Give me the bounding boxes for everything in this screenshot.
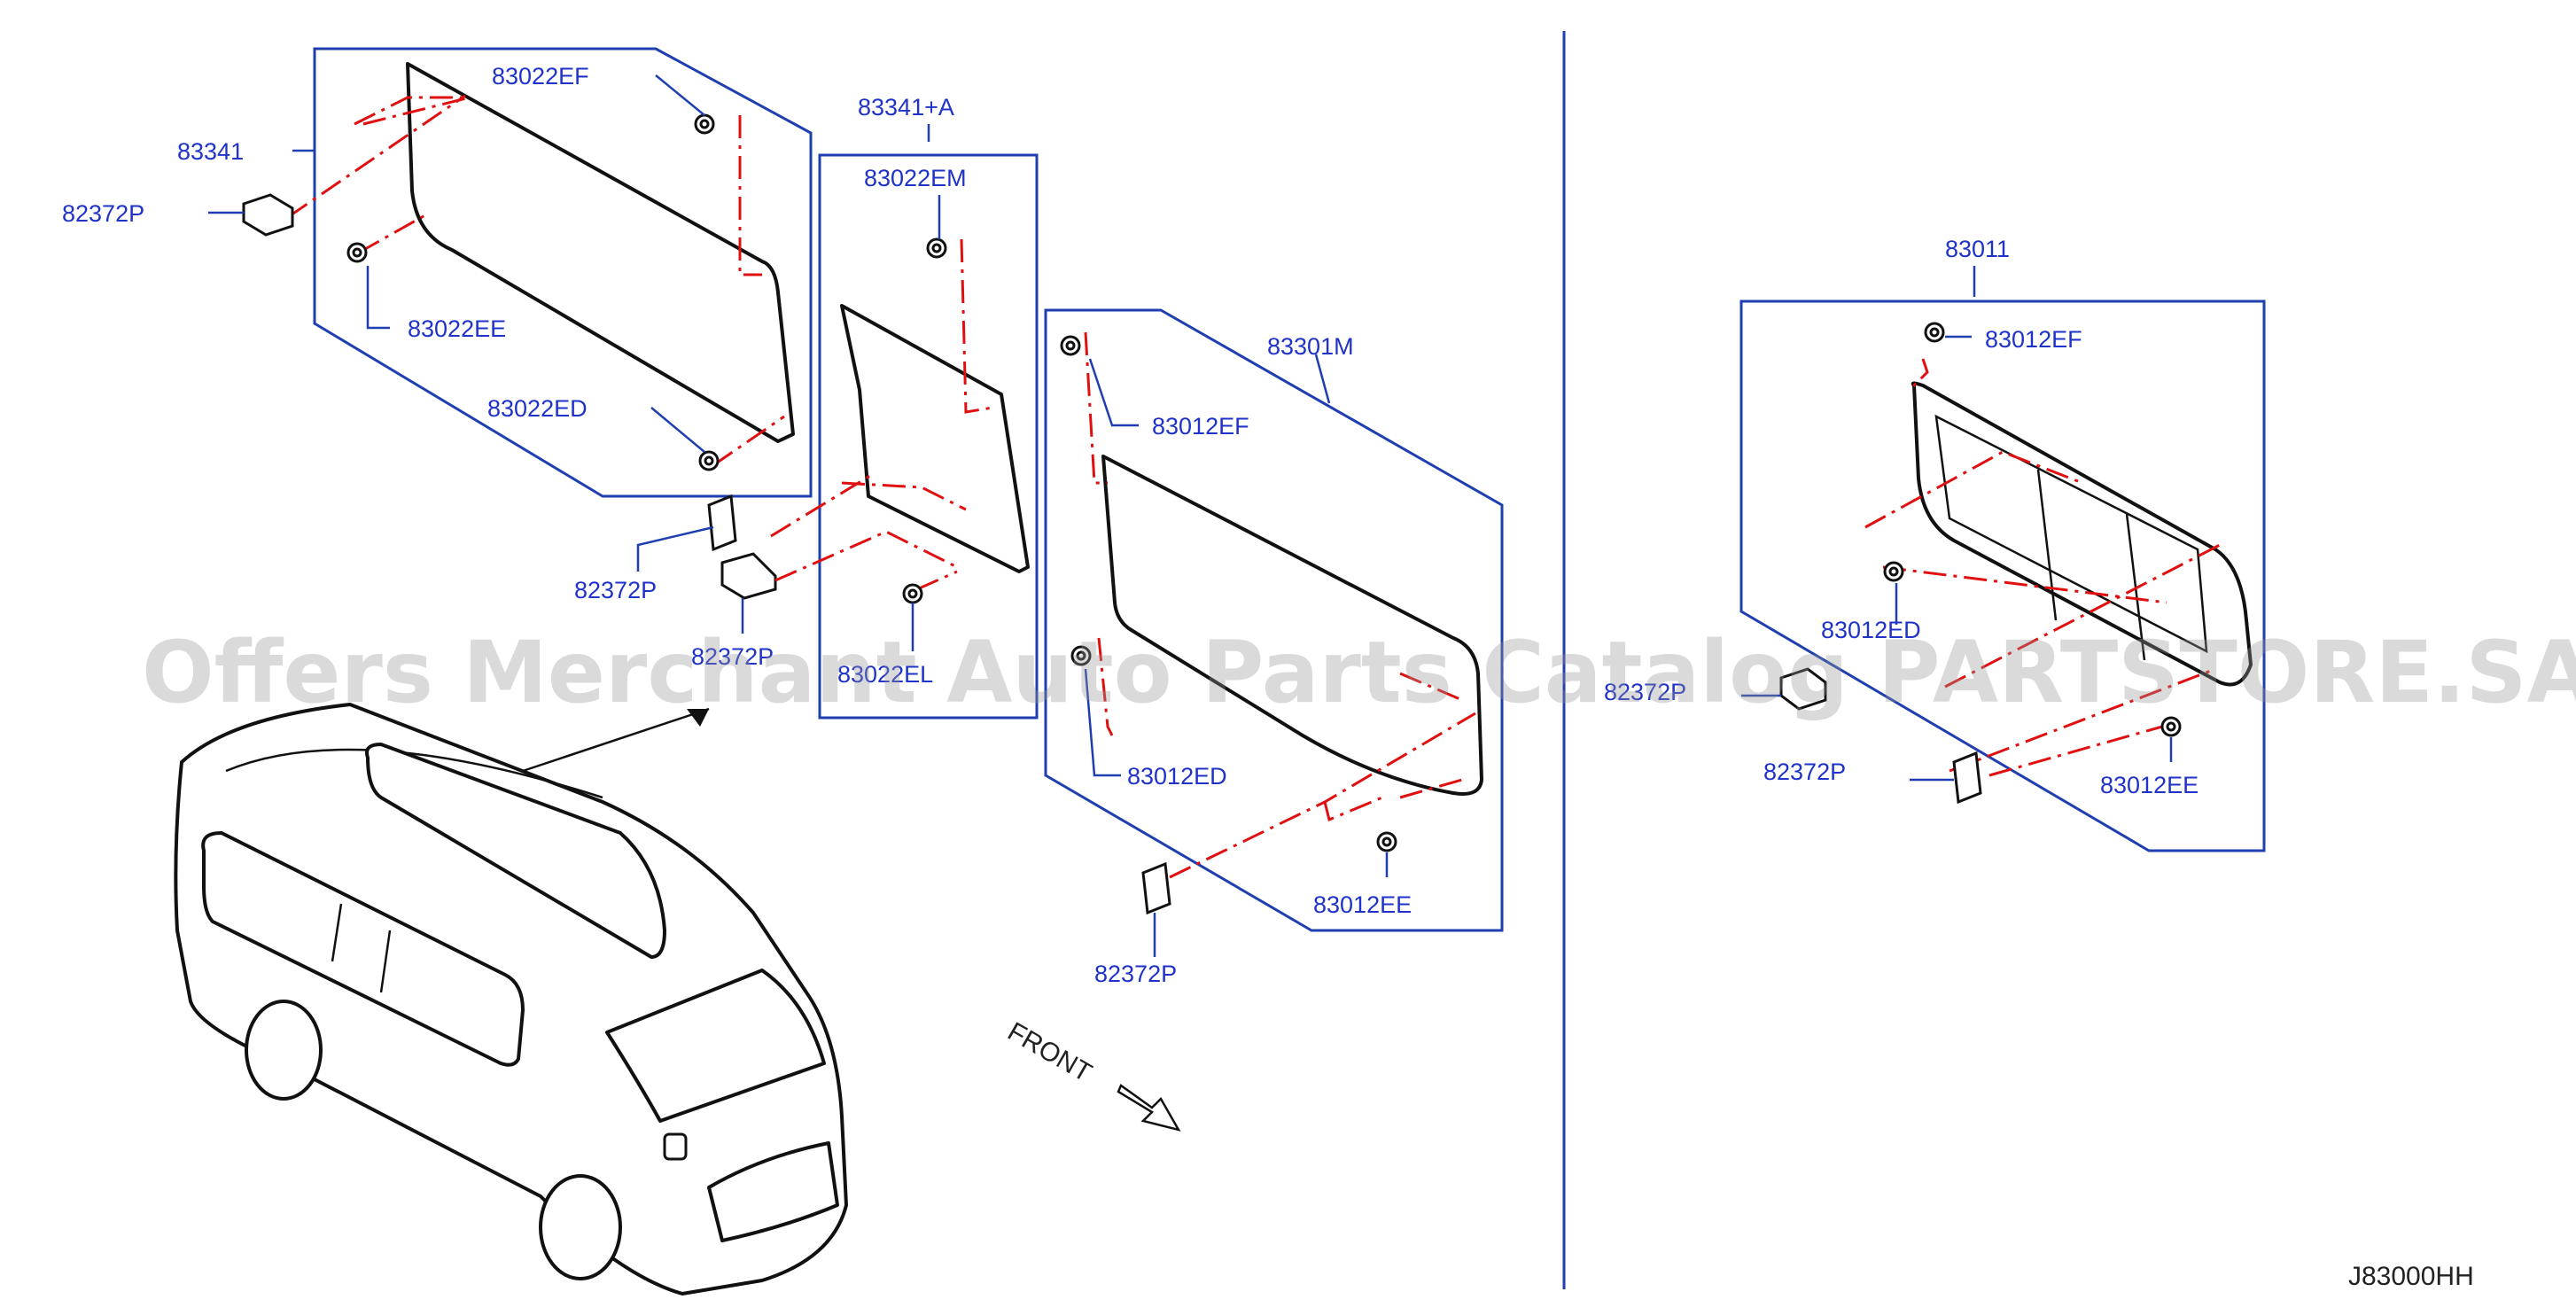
label-assembly: 83341+A bbox=[858, 94, 954, 121]
clip-icon[interactable] bbox=[2160, 716, 2182, 737]
clip-icon[interactable] bbox=[1070, 645, 1092, 666]
frame-83341-A bbox=[818, 153, 1039, 720]
label-clip-bottom: 83022EL bbox=[837, 661, 933, 688]
label-seal: 82372P bbox=[1094, 961, 1177, 987]
clip-icon[interactable] bbox=[1376, 831, 1397, 852]
label-clip-top: 83012EF bbox=[1985, 326, 2082, 353]
label-seal-top: 82372P bbox=[1604, 679, 1686, 705]
label-clip-bottom: 83012EE bbox=[1313, 891, 1412, 918]
guide-line bbox=[960, 238, 993, 414]
label-clip-bottom: 83012EE bbox=[2100, 772, 2199, 798]
label-seal-bottom: 82372P bbox=[1763, 759, 1846, 785]
guide-line bbox=[770, 472, 874, 538]
van-illustration bbox=[174, 703, 848, 1296]
seal-block-icon[interactable] bbox=[1141, 861, 1171, 915]
clip-icon[interactable] bbox=[1924, 322, 1945, 343]
label-clip-left: 83022EE bbox=[408, 315, 506, 342]
glass-83341-A[interactable] bbox=[840, 304, 1030, 573]
guide-line bbox=[1882, 565, 2167, 604]
guide-line bbox=[1908, 358, 1929, 392]
glass-83341[interactable] bbox=[406, 62, 795, 443]
guide-line bbox=[358, 211, 431, 254]
label-assembly: 83011 bbox=[1945, 236, 2010, 262]
guide-line bbox=[712, 415, 785, 467]
guide-line bbox=[1323, 796, 1383, 822]
guide-line bbox=[1097, 637, 1114, 736]
clip-icon[interactable] bbox=[346, 242, 368, 263]
watermark-text: Offers Merchant Auto Parts Catalog PARTS… bbox=[142, 623, 2576, 722]
guide-line bbox=[1944, 543, 2221, 689]
front-indicator: FRONT bbox=[1003, 1016, 1097, 1087]
label-clip-left: 83012ED bbox=[1127, 763, 1227, 790]
van-mirror bbox=[663, 1132, 688, 1161]
diagram-code: J83000HH bbox=[2348, 1262, 2474, 1291]
leader-line bbox=[1084, 668, 1121, 777]
van-front-grille bbox=[707, 1141, 839, 1242]
guide-line bbox=[774, 530, 958, 582]
front-label: FRONT bbox=[1003, 1016, 1097, 1087]
clip-icon[interactable] bbox=[1883, 561, 1904, 582]
group-83341-A: 83341+A 83022EM 83022EL 82372P bbox=[691, 94, 1039, 720]
clip-icon[interactable] bbox=[902, 583, 923, 604]
van-side-window bbox=[201, 831, 525, 1067]
guide-line bbox=[287, 94, 466, 219]
guide-line bbox=[1949, 667, 2216, 773]
clip-icon[interactable] bbox=[1060, 335, 1081, 356]
guide-line bbox=[916, 570, 958, 591]
glass-divider bbox=[2036, 469, 2058, 621]
label-assembly: 83341 bbox=[177, 138, 244, 165]
label-clip-bottom: 83022ED bbox=[487, 395, 588, 422]
guide-line bbox=[354, 96, 465, 126]
seal-block-icon[interactable] bbox=[242, 193, 294, 237]
clip-icon[interactable] bbox=[698, 450, 720, 471]
leader-line bbox=[655, 74, 705, 116]
frame-83011 bbox=[1739, 300, 2266, 852]
guide-line bbox=[841, 481, 967, 511]
seal-block-icon[interactable] bbox=[1952, 751, 1982, 805]
direction-arrow-icon bbox=[1117, 1084, 1181, 1132]
frame-83301M bbox=[1044, 308, 1504, 932]
van-roof-window bbox=[365, 743, 666, 959]
van-pillar bbox=[331, 903, 343, 962]
label-seal: 82372P bbox=[62, 200, 144, 227]
group-83011: 83011 83012EF 83012ED 83012EE 82372P 823… bbox=[1604, 236, 2266, 852]
label-clip-left: 83012ED bbox=[1821, 617, 1921, 643]
guide-line bbox=[1988, 725, 2163, 777]
guide-line bbox=[1399, 778, 1463, 799]
van-wheel-rear bbox=[245, 1000, 323, 1101]
label-assembly: 83301M bbox=[1267, 333, 1354, 360]
clip-icon[interactable] bbox=[926, 237, 947, 259]
guide-line bbox=[362, 96, 471, 126]
label-seal-lower: 82372P bbox=[574, 577, 657, 603]
guide-line bbox=[1864, 450, 2083, 529]
label-clip-top: 83012EF bbox=[1152, 413, 1249, 440]
guide-line bbox=[1399, 672, 1463, 702]
pointer-line bbox=[522, 707, 710, 773]
label-seal: 82372P bbox=[691, 643, 774, 670]
leader-line bbox=[636, 525, 714, 572]
guide-line bbox=[738, 115, 762, 276]
van-pillar bbox=[379, 930, 392, 993]
leader-line bbox=[1314, 354, 1331, 404]
clip-icon[interactable] bbox=[694, 113, 715, 135]
seal-block-icon[interactable] bbox=[720, 552, 777, 600]
leader-line bbox=[650, 407, 705, 453]
guide-line bbox=[1084, 331, 1108, 485]
back-door-glass-83011[interactable] bbox=[1911, 381, 2253, 687]
label-clip-top: 83022EF bbox=[492, 63, 589, 89]
seal-block-icon[interactable] bbox=[707, 494, 737, 552]
leader-line bbox=[366, 266, 390, 330]
frame-83341 bbox=[313, 47, 813, 498]
leader-line bbox=[1088, 358, 1139, 427]
arrow-head-icon bbox=[687, 709, 709, 727]
group-83341: 83341 82372P 83022EF 83022EE 83022ED 823… bbox=[62, 47, 813, 634]
van-windshield bbox=[605, 969, 826, 1123]
van-wheel-front bbox=[539, 1174, 622, 1280]
group-83301M: 83301M 83012EF 83012ED 83012EE 82372P bbox=[1044, 308, 1504, 987]
label-clip-top: 83022EM bbox=[864, 165, 967, 191]
